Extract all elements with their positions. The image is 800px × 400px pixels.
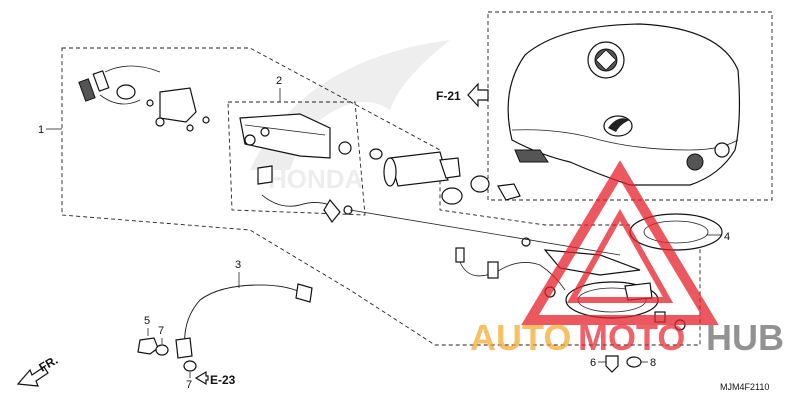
fuel-level-sensor-wiring <box>78 65 210 132</box>
ref-e23-label: E-23 <box>210 373 236 387</box>
callout-2-number: 2 <box>276 75 282 87</box>
callout-6: 6 <box>590 357 606 369</box>
callout-4-number: 4 <box>724 231 730 243</box>
ref-f21: F-21 <box>436 82 489 108</box>
fuel-tank <box>507 23 741 186</box>
washer-8 <box>626 356 642 368</box>
ref-f21-label: F-21 <box>436 89 461 103</box>
callout-7-upper: 7 <box>158 325 164 344</box>
bolt-6 <box>605 355 619 373</box>
callout-6-number: 6 <box>590 357 596 369</box>
diagram-code: MJM4F2110 <box>720 382 769 392</box>
fuel-hose <box>175 283 313 359</box>
callout-7-lower-number: 7 <box>186 379 192 391</box>
callout-4: 4 <box>706 231 730 243</box>
washer-7-lower <box>183 360 197 372</box>
watermark: AUTO MOTO HUB <box>470 160 784 358</box>
callout-2: 2 <box>276 75 282 102</box>
watermark-hub: HUB <box>706 317 784 358</box>
ref-e23-arrow-icon <box>194 370 209 386</box>
tank-gasket <box>629 213 723 251</box>
washer-7-upper <box>155 344 169 356</box>
fuel-pump-bracket <box>239 113 353 224</box>
nut-5 <box>137 337 159 355</box>
assembly-2-boundary <box>227 101 366 216</box>
assembly-1-boundary <box>61 47 701 346</box>
callout-5: 5 <box>144 315 150 336</box>
callout-7-lower: 7 <box>186 372 192 391</box>
callout-3-number: 3 <box>235 259 241 271</box>
fuel-tank-frame <box>487 11 773 201</box>
callout-1: 1 <box>38 124 62 136</box>
watermark-moto: MOTO <box>578 317 685 358</box>
watermark-auto: AUTO <box>470 317 571 358</box>
ref-f21-arrow-icon <box>467 82 489 108</box>
callout-3: 3 <box>235 259 241 288</box>
callout-8: 8 <box>641 357 656 369</box>
front-direction: FR. <box>16 353 60 387</box>
ref-e23: E-23 <box>194 370 236 387</box>
background-logo-text: HONDA <box>268 164 364 194</box>
fuel-pump <box>369 148 521 205</box>
callout-1-number: 1 <box>38 124 44 136</box>
front-arrow-icon <box>16 366 49 387</box>
callout-5-number: 5 <box>144 315 150 327</box>
callout-7-upper-number: 7 <box>158 325 164 337</box>
watermark-triangle-icon <box>521 160 719 325</box>
callout-8-number: 8 <box>650 357 656 369</box>
